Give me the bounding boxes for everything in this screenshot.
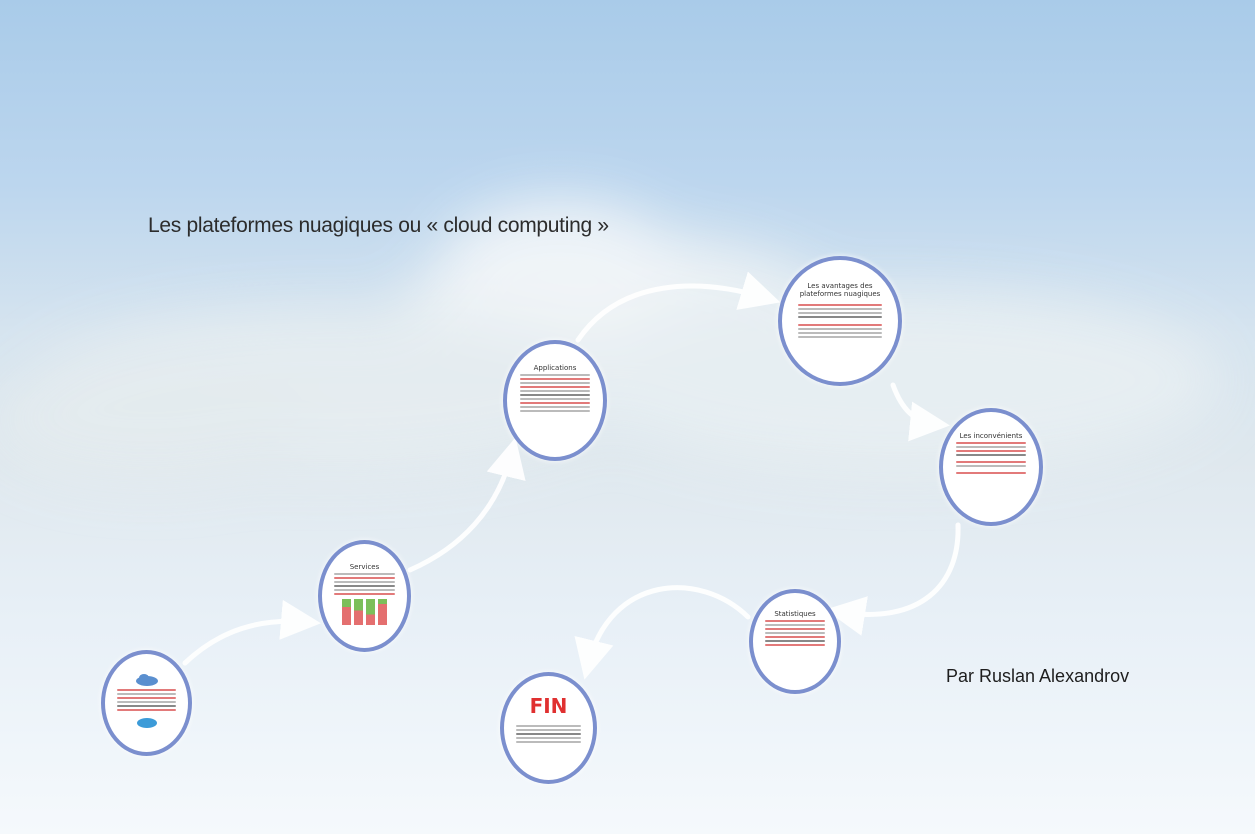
frame-title: Statistiques [774,610,816,619]
arrow-1 [182,599,321,666]
author-credit: Par Ruslan Alexandrov [946,666,1130,686]
arrow-2 [407,437,526,573]
frame-content: Services [333,562,396,634]
frame-services[interactable]: Services [318,540,411,652]
frame-content: FIN [516,693,581,766]
service-table-image [334,598,395,625]
frame-statistiques[interactable]: Statistiques [749,589,841,694]
arrow-6 [574,585,751,680]
frame-title: Les inconvénients [959,431,1023,440]
frame-applications[interactable]: Applications [503,340,607,461]
frame-content: Les inconvénients [956,431,1026,507]
arrow-3 [575,271,781,343]
salesforce-logo-icon [136,717,157,728]
frame-title: Services [349,562,380,571]
frame-title: Les avantages des plateformes nuagiques [799,281,881,298]
frame-title: Applications [533,364,577,373]
arrow-5 [825,522,961,636]
frame-content: Statistiques [764,610,826,676]
frame-fin[interactable]: FIN [500,672,597,784]
fin-title: FIN [529,693,568,718]
cloud-logo-icon [135,673,158,686]
frame-content [116,672,177,739]
frame-content: Les avantages des plateformes nuagiques [798,282,882,365]
frame-content: Applications [520,364,590,441]
arrow-4 [890,382,950,442]
frame-intro[interactable] [101,650,192,756]
frame-inconvenients[interactable]: Les inconvénients [939,408,1043,526]
frame-avantages[interactable]: Les avantages des plateformes nuagiques [778,256,902,386]
presentation-title: Les plateformes nuagiques ou « cloud com… [148,214,609,237]
